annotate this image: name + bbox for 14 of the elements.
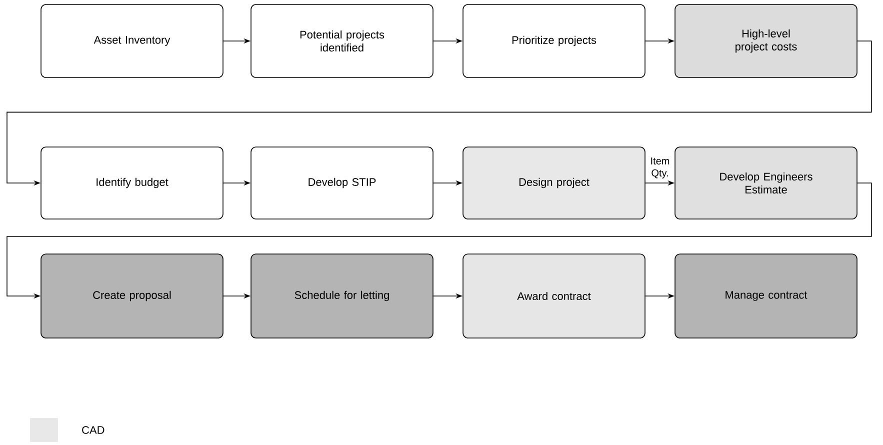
process-box: Asset Inventory — [40, 4, 224, 78]
process-box: Schedule for letting — [250, 254, 434, 338]
process-box: Develop STIP — [250, 146, 434, 220]
process-box: Manage contract — [674, 254, 858, 338]
process-box: Award contract — [462, 254, 646, 338]
process-box: High-level project costs — [674, 4, 858, 78]
process-box: Potential projects identified — [250, 4, 434, 78]
process-box: Create proposal — [40, 254, 224, 338]
process-box: Prioritize projects — [462, 4, 646, 78]
legend-label: CAD — [82, 426, 104, 434]
process-box: Develop Engineers Estimate — [674, 146, 858, 220]
process-box: Design project — [462, 146, 646, 220]
process-box: Identify budget — [40, 146, 224, 220]
edge-label: Item Qty. — [651, 158, 670, 178]
